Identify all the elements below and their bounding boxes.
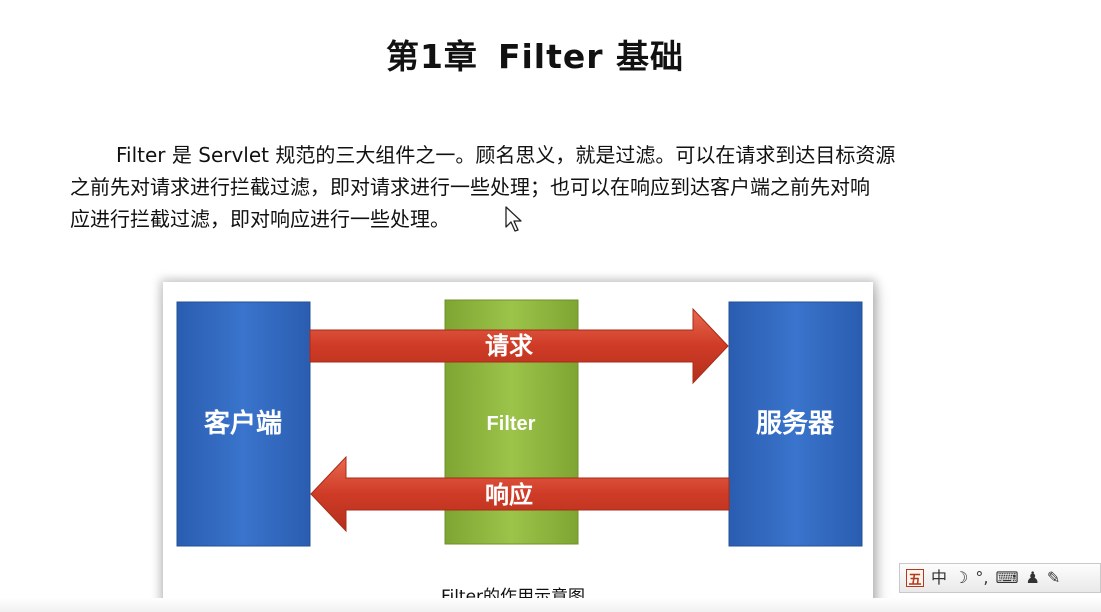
paragraph-line: 之前先对请求进行拦截过滤，即对请求进行一些处理；也可以在响应到达客户端之前先对响 [70,175,870,199]
page-bottom-edge [0,598,1101,612]
chapter-name: Filter 基础 [497,37,685,76]
chapter-label: 第1章 [385,37,478,76]
paragraph-line: Filter 是 Servlet 规范的三大组件之一。顾名思义，就是过滤。可以在… [116,143,896,167]
keyboard-icon[interactable]: ⌨ [995,568,1019,587]
filter-diagram-canvas: 请求 响应 Filter 客户端 服务器 [176,299,863,547]
wrench-icon[interactable]: ✎ [1046,568,1061,587]
user-icon[interactable]: ♟ [1025,568,1040,587]
request-arrow [309,307,729,385]
client-box [176,301,311,547]
response-label: 响应 [485,481,533,509]
ime-logo-icon[interactable]: 五 [906,569,924,588]
filter-diagram: 请求 响应 Filter 客户端 服务器 Filter的作用示意图 [163,282,873,612]
filter-label: Filter [487,413,536,435]
server-box [728,301,863,547]
client-label: 客户端 [204,408,282,439]
response-arrow [310,455,730,533]
request-label: 请求 [485,332,533,360]
ime-mode-toggle[interactable]: 中 [931,568,948,587]
intro-paragraph: Filter 是 Servlet 规范的三大组件之一。顾名思义，就是过滤。可以在… [70,139,1015,235]
paragraph-line: 应进行拦截过滤，即对响应进行一些处理。 [70,207,450,231]
text-cursor-icon [505,206,522,232]
ime-toolbar[interactable]: 五 中 ☽ °, ⌨ ♟ ✎ [899,563,1101,593]
chapter-title: 第1章 Filter 基础 [0,30,1070,78]
punctuation-icon[interactable]: °, [975,568,989,587]
server-label: 服务器 [756,409,835,439]
moon-icon[interactable]: ☽ [954,568,969,587]
